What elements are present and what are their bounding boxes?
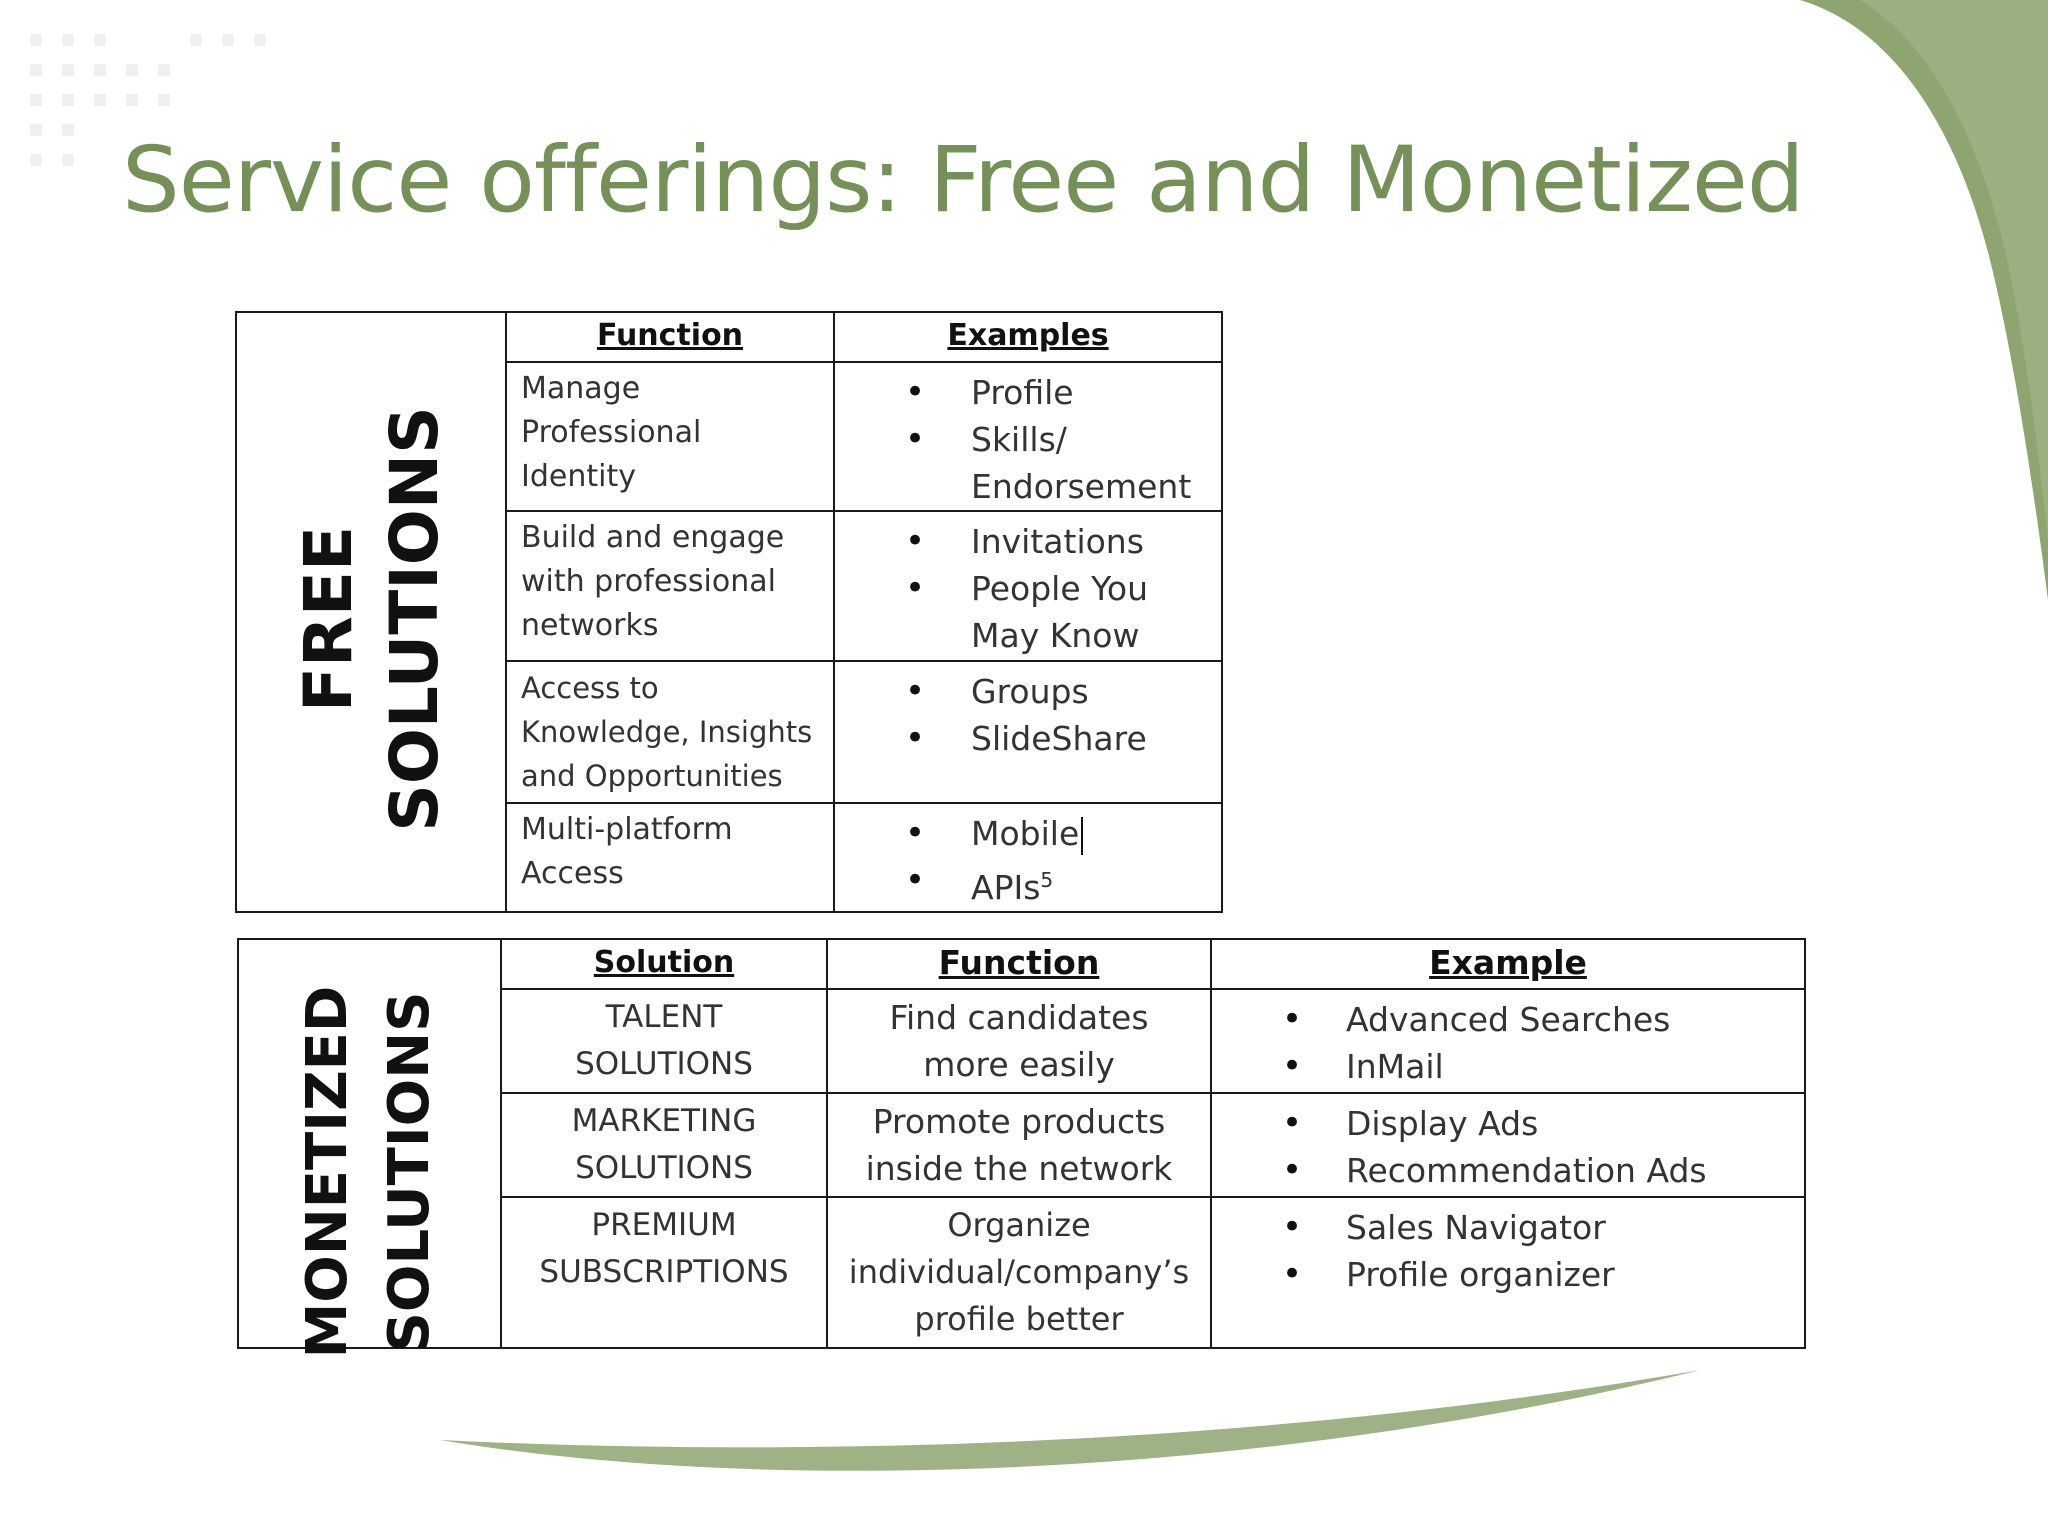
free-label-line1: FREE	[290, 525, 367, 713]
decorative-dot	[30, 34, 42, 46]
list-item: Advanced Searches	[1212, 996, 1804, 1043]
examples-list: Profile Skills/ Endorsement	[835, 363, 1221, 510]
monetized-label-line2: SOLUTIONS	[377, 991, 442, 1353]
decorative-dot	[222, 34, 234, 46]
decorative-dot	[190, 34, 202, 46]
monetized-solutions-table: MONETIZED SOLUTIONS Solution Function Ex…	[237, 938, 1806, 1358]
function-cell: Organize individual/company’s profile be…	[848, 1206, 1190, 1338]
decorative-dot	[62, 124, 74, 136]
table-row: Multi-platform Access Mobile APIs5	[236, 802, 1223, 913]
list-item: Skills/ Endorsement	[835, 416, 1221, 510]
decorative-dot	[30, 94, 42, 106]
list-item: Mobile	[835, 810, 1221, 857]
mobile-text: Mobile	[971, 814, 1080, 853]
list-item: SlideShare	[835, 715, 1221, 762]
examples-list: Advanced Searches InMail	[1212, 990, 1804, 1090]
function-header-text: Function	[938, 943, 1100, 982]
decorative-dot	[254, 34, 266, 46]
table-row: TALENT SOLUTIONS Find candidates more ea…	[238, 988, 1806, 1094]
monetized-label-line1: MONETIZED	[295, 985, 360, 1359]
solution-header-text: Solution	[593, 945, 735, 980]
monetized-solutions-side-cell: MONETIZED SOLUTIONS	[237, 938, 502, 1358]
footnote-marker: 5	[1040, 868, 1054, 892]
decorative-dot	[30, 124, 42, 136]
function-cell: Find candidates more easily	[889, 998, 1149, 1084]
decorative-dot	[94, 34, 106, 46]
dot-pattern	[30, 34, 290, 194]
decorative-dot	[158, 94, 170, 106]
function-header: Function	[826, 938, 1212, 990]
corner-swoosh-light	[1860, 0, 2048, 540]
example-header: Example	[1210, 938, 1806, 990]
solution-cell: PREMIUM SUBSCRIPTIONS	[539, 1207, 789, 1290]
decorative-dot	[30, 64, 42, 76]
function-cell: Promote products inside the network	[865, 1102, 1173, 1188]
examples-list: Sales Navigator Profile organizer	[1212, 1198, 1804, 1298]
decorative-dot	[62, 154, 74, 166]
list-item: People You May Know	[835, 565, 1221, 659]
list-item: Groups	[835, 668, 1221, 715]
examples-list: Groups SlideShare	[835, 662, 1221, 762]
decorative-dot	[30, 154, 42, 166]
decorative-dot	[94, 64, 106, 76]
decorative-dot	[158, 64, 170, 76]
free-solutions-table: FREE SOLUTIONS Function Examples Manage …	[235, 311, 1223, 913]
table-row: Manage Professional Identity Profile Ski…	[236, 361, 1223, 512]
free-examples-header: Examples	[833, 311, 1223, 363]
decorative-dot	[62, 34, 74, 46]
decorative-dot	[94, 94, 106, 106]
free-examples-header-text: Examples	[947, 318, 1109, 353]
decorative-dot	[62, 64, 74, 76]
list-item: Display Ads	[1212, 1100, 1804, 1147]
function-cell: Access to Knowledge, Insights and Opport…	[521, 671, 813, 793]
list-item: InMail	[1212, 1043, 1804, 1090]
examples-list: Mobile APIs5	[835, 804, 1221, 911]
text-cursor	[1081, 816, 1084, 855]
list-item: Invitations	[835, 518, 1221, 565]
table-row: PREMIUM SUBSCRIPTIONS Organize individua…	[238, 1196, 1806, 1349]
list-item: APIs5	[835, 857, 1221, 911]
function-cell: Manage Professional Identity	[521, 371, 702, 494]
solution-cell: TALENT SOLUTIONS	[575, 999, 753, 1082]
examples-list: Invitations People You May Know	[835, 512, 1221, 659]
table-row: MARKETING SOLUTIONS Promote products ins…	[238, 1092, 1806, 1198]
decorative-dot	[62, 94, 74, 106]
function-cell: Build and engage with professional netwo…	[521, 520, 785, 643]
monetized-solutions-label: MONETIZED SOLUTIONS	[287, 982, 451, 1362]
free-function-header: Function	[505, 311, 835, 363]
free-solutions-side-cell: FREE SOLUTIONS	[235, 311, 507, 913]
table-row: Access to Knowledge, Insights and Opport…	[236, 660, 1223, 804]
list-item: Recommendation Ads	[1212, 1147, 1804, 1194]
free-solutions-label: FREE SOLUTIONS	[286, 404, 458, 834]
decorative-dot	[126, 94, 138, 106]
bottom-swoosh	[440, 1370, 1700, 1471]
table-row: Build and engage with professional netwo…	[236, 510, 1223, 662]
solution-cell: MARKETING SOLUTIONS	[571, 1103, 757, 1186]
decorative-dot	[126, 64, 138, 76]
examples-list: Display Ads Recommendation Ads	[1212, 1094, 1804, 1194]
slide-title: Service offerings: Free and Monetized	[122, 128, 1805, 233]
function-cell: Multi-platform Access	[521, 812, 733, 891]
list-item: Sales Navigator	[1212, 1204, 1804, 1251]
list-item: Profile	[835, 369, 1221, 416]
free-function-header-text: Function	[596, 318, 744, 353]
apis-text: APIs	[971, 868, 1041, 907]
list-item: Profile organizer	[1212, 1251, 1804, 1298]
solution-header: Solution	[500, 938, 828, 990]
example-header-text: Example	[1429, 943, 1587, 982]
free-label-line2: SOLUTIONS	[376, 406, 453, 832]
